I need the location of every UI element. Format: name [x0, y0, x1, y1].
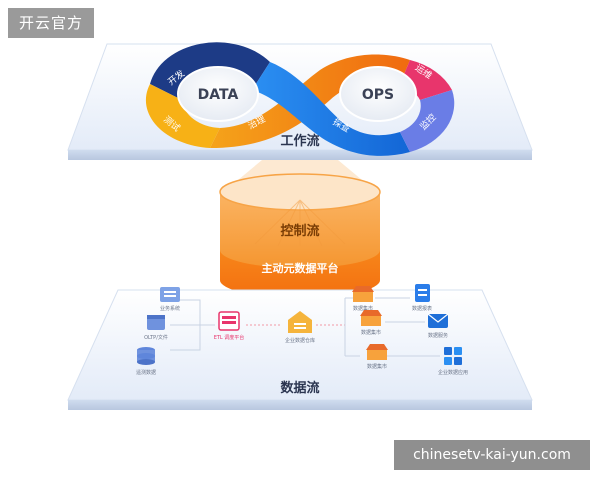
apps-icon	[444, 347, 452, 355]
segment-monitor	[400, 90, 455, 152]
workflow-panel: DATA OPS 开发 测试 治理 探查 运维 监控 工作流	[67, 42, 533, 160]
mart-2: 数据集市	[360, 310, 382, 336]
mart-label: 数据集市	[353, 305, 373, 312]
watermark-top-left: 开云官方	[8, 8, 94, 38]
report-icon	[415, 284, 430, 302]
source-label: OLTP/文件	[144, 334, 168, 341]
output-service: 数据服务	[427, 313, 449, 339]
store-icon	[352, 286, 374, 292]
segment-test	[145, 84, 220, 148]
flow-connectors	[170, 297, 440, 357]
server-icon	[160, 287, 180, 302]
source-oltp-file: OLTP/文件	[144, 315, 168, 341]
data-hub-label: DATA	[198, 87, 239, 103]
dataflow-panel: 业务系统 OLTP/文件 遥测数据 ETL 调度平台 企业数据仓库	[67, 284, 533, 410]
store-icon	[360, 310, 382, 316]
warehouse-label: 企业数据仓库	[285, 337, 315, 344]
mart-label: 数据集市	[367, 363, 387, 370]
mart-label: 数据集市	[361, 329, 381, 336]
source-label: 业务系统	[160, 305, 180, 312]
etl-node: ETL 调度平台	[214, 311, 245, 341]
watermark-bottom-right: chinesetv-kai-yun.com	[394, 440, 590, 470]
store-icon	[366, 344, 388, 350]
infinity-loop: DATA OPS 开发 测试 治理 探查 运维 监控	[145, 42, 455, 156]
workflow-title: 工作流	[280, 133, 319, 149]
output-label: 企业数据应用	[438, 369, 468, 376]
control-cylinder: 控制流 主动元数据平台	[219, 173, 381, 298]
source-telemetry: 遥测数据	[136, 347, 156, 376]
source-label: 遥测数据	[136, 369, 156, 376]
segment-explore	[252, 62, 410, 156]
output-report: 数据报表	[412, 284, 432, 312]
output-label: 数据报表	[412, 305, 432, 312]
ops-hub	[339, 66, 417, 122]
etl-label: ETL 调度平台	[214, 334, 245, 341]
ops-hub-label: OPS	[362, 87, 394, 103]
mart-1: 数据集市	[352, 286, 374, 312]
source-business-system: 业务系统	[160, 287, 180, 312]
dataflow-title: 数据流	[280, 380, 319, 396]
mart-3: 数据集市	[366, 344, 388, 370]
output-label: 数据服务	[428, 332, 448, 339]
data-hub	[177, 66, 259, 122]
control-subtitle: 主动元数据平台	[262, 261, 339, 275]
warehouse-node: 企业数据仓库	[285, 311, 315, 344]
output-enterprise-app: 企业数据应用	[438, 347, 468, 376]
control-title: 控制流	[280, 223, 319, 239]
